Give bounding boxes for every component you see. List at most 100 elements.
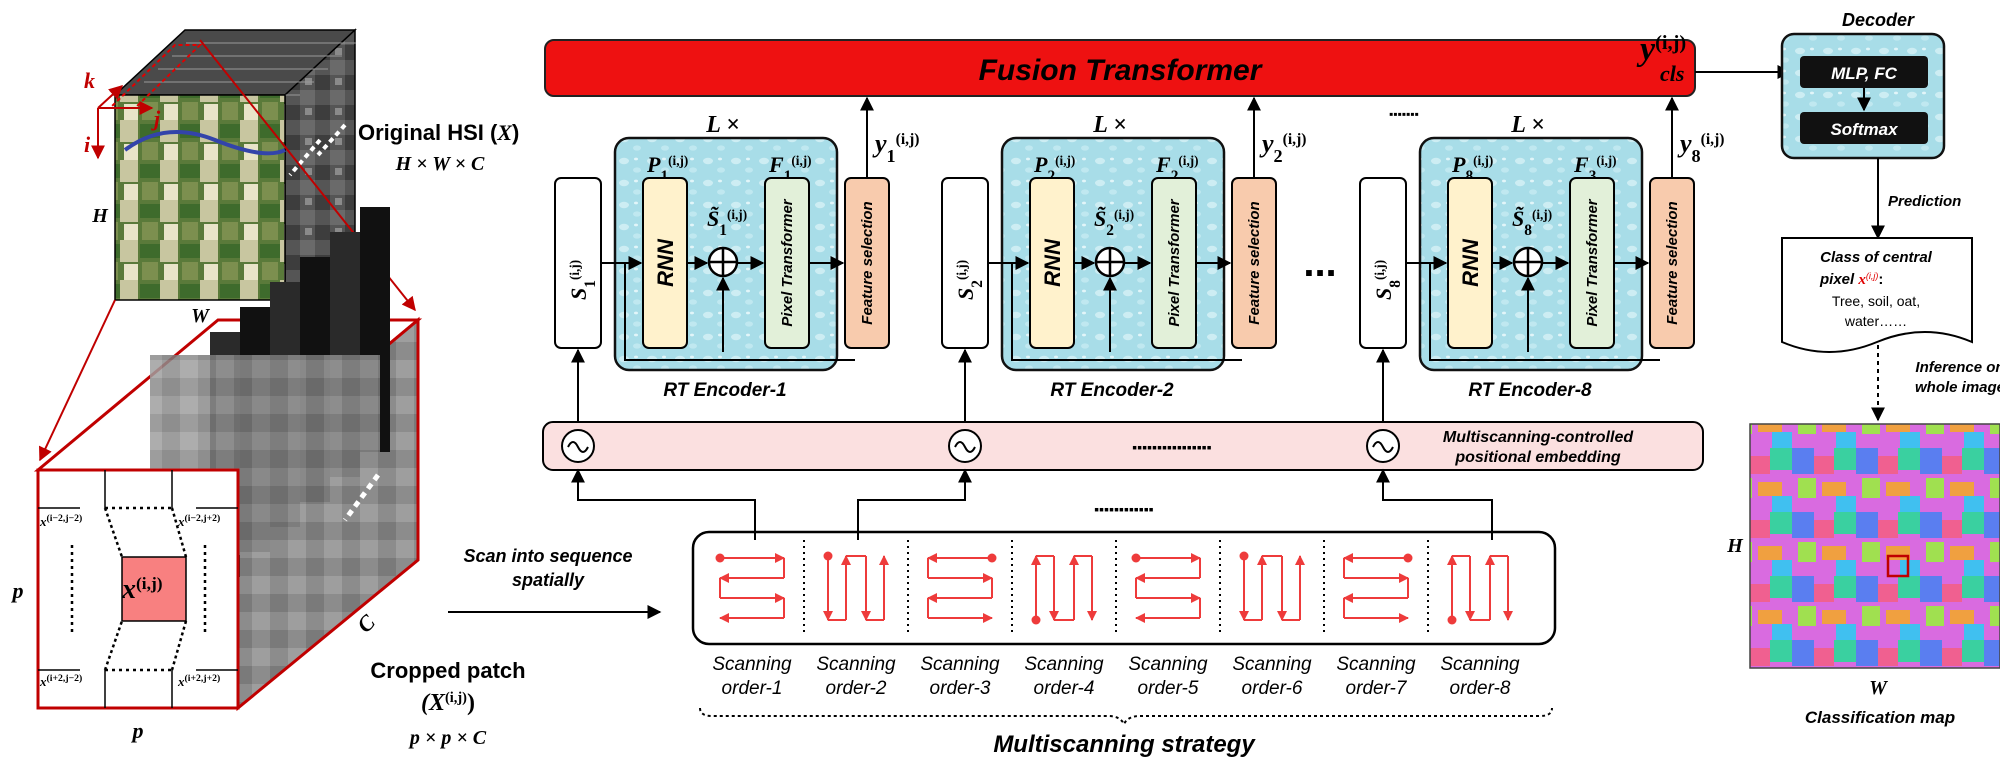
- patch-dash: [342, 473, 381, 522]
- hsi-title-part-2: ): [512, 120, 519, 145]
- map-pixel-marker: [1886, 554, 1910, 578]
- pe-label-line1: Multiscanning-controlled: [1443, 429, 1634, 446]
- encoder-1-p-label-part-1: 1: [660, 168, 668, 185]
- scanning-dots: ▪▪▪▪▪▪▪▪▪▪▪▪: [1094, 501, 1154, 517]
- encoder-2-feature-selection-label: Feature selection: [1246, 201, 1263, 324]
- encoder-1-p-label-part-0: P: [646, 152, 661, 177]
- encoder-2-p-label-part-1: 2: [1047, 168, 1055, 185]
- patch-corner-bl: x(i+2,j−2): [39, 673, 82, 690]
- class-line2-part-0: pixel: [1819, 271, 1858, 288]
- encoder-1-s-tilde-label: S̃1(i,j): [707, 206, 747, 239]
- patch-caption-var-part-2: ): [467, 690, 475, 716]
- class-line2: pixel x(i,j):: [1819, 271, 1883, 288]
- encoder-2-p-label-part-0: P: [1033, 152, 1048, 177]
- hsi-river: [123, 130, 286, 156]
- hsi-label-j: j: [151, 106, 161, 131]
- encoder-1-s-tilde-label-part-2: (i,j): [727, 207, 747, 222]
- map-label-w: W: [1869, 677, 1888, 699]
- encoder-2-y-label-part-2: (i,j): [1283, 131, 1307, 148]
- encoder-2-rnn-label: RNN: [1040, 238, 1065, 287]
- encoder-2-y-label-part-1: 2: [1274, 146, 1283, 166]
- pe-wave-3: [1372, 441, 1394, 453]
- encoder-1-s-tilde-label-part-1: 1: [719, 222, 727, 239]
- patch-label-p-side: p: [11, 578, 24, 603]
- map-caption: Classification map: [1805, 708, 1955, 727]
- encoder-2-pixel-transformer-label: Pixel Transformer: [1166, 198, 1183, 326]
- patch-corner-tl-part-1: (i−2,j−2): [47, 513, 83, 524]
- hsi-label-i: i: [84, 132, 91, 157]
- patch-label-c: C: [352, 609, 380, 637]
- scan-order-6-start: [1239, 551, 1249, 561]
- hsi-dims: H × W × C: [395, 153, 485, 175]
- scanning-order-4-line1: Scanning: [1024, 654, 1104, 675]
- prediction-label: Prediction: [1888, 193, 1961, 210]
- encoder-3-caption: RT Encoder-8: [1468, 380, 1592, 401]
- scan-to-pe-8: [1376, 468, 1493, 540]
- softmax-label: Softmax: [1830, 120, 1899, 139]
- encoder-3-sequence-label-part-1: 8: [1387, 280, 1404, 288]
- hsi-label-k: k: [84, 68, 95, 93]
- encoder-3-sequence-label-part-0: S: [1371, 288, 1396, 300]
- hsi-title-part-0: Original HSI (: [358, 120, 498, 145]
- hsi-title-part-1: X: [496, 120, 513, 145]
- scan-to-pe-1: [571, 468, 756, 540]
- encoder-2-sequence-label-part-1: 2: [969, 280, 986, 288]
- encoder-2-f-label: F2(i,j): [1155, 152, 1199, 185]
- encoder-2-sequence-label-part-2: (i,j): [954, 260, 969, 280]
- encoder-2-p-label: P2(i,j): [1033, 152, 1075, 185]
- class-line3: Tree, soil, oat,: [1832, 293, 1920, 309]
- y-cls-label-part-0: y: [1636, 31, 1656, 68]
- scanning-order-7-line2: order-7: [1346, 678, 1408, 699]
- encoder-1-y-label-part-1: 1: [887, 146, 896, 166]
- scanning-order-8-line2: order-8: [1450, 678, 1511, 699]
- patch-corner-tl-part-0: x: [39, 514, 47, 529]
- encoder-3-p-label: P8(i,j): [1451, 152, 1493, 185]
- scanning-box: [691, 530, 1557, 646]
- class-box: [1781, 237, 1973, 353]
- scanning-order-5-line1: Scanning: [1128, 654, 1208, 675]
- encoder-3-feature-selection-label: Feature selection: [1664, 201, 1681, 324]
- encoder-3-s-tilde-label-part-2: (i,j): [1532, 207, 1552, 222]
- encoder-2-y-label: y2(i,j): [1259, 129, 1306, 166]
- encoder-3-y-label-part-1: 8: [1692, 146, 1701, 166]
- scan-order-3-start: [987, 553, 997, 563]
- patch-corner-bl-part-0: x: [39, 674, 47, 689]
- patch-diag-1: [170, 507, 188, 558]
- scan-order-5-start: [1131, 553, 1141, 563]
- encoder-2-s-tilde-label-part-2: (i,j): [1114, 207, 1134, 222]
- encoder-2-s-tilde-label-part-0: S̃: [1094, 206, 1106, 231]
- encoder-3-s-tilde-label: S̃8(i,j): [1512, 206, 1552, 239]
- scanning-order-7-line1: Scanning: [1336, 654, 1416, 675]
- patch-center-pixel: [121, 556, 187, 622]
- encoder-3-s-tilde-label-part-0: S̃: [1512, 206, 1524, 231]
- patch-label-p-bottom: p: [131, 718, 144, 743]
- patch-caption-title: Cropped patch: [370, 658, 525, 683]
- encoder-1-rnn-label: RNN: [653, 238, 678, 287]
- encoders-top-dots: ▪▪▪▪▪▪▪: [1389, 107, 1419, 121]
- encoder-3-sequence-label: S8(i,j): [1371, 260, 1404, 300]
- scan-to-pe-2: [857, 468, 972, 540]
- encoder-1-caption: RT Encoder-1: [663, 380, 786, 401]
- encoder-3-p-label-part-1: 8: [1465, 168, 1473, 185]
- pe-dots: ▪▪▪▪▪▪▪▪▪▪▪▪▪▪▪▪: [1132, 439, 1211, 455]
- hsi-axis-k: [97, 85, 124, 109]
- hsi-dash-2: [316, 123, 347, 157]
- fusion-transformer-bar: [544, 39, 1696, 97]
- classification-map: [1749, 423, 2000, 669]
- encoder-3-rnn-label: RNN: [1458, 238, 1483, 287]
- scan-order-4-start: [1031, 615, 1041, 625]
- encoder-2-sequence-label-part-0: S: [953, 288, 978, 300]
- pe-label-line2: positional embedding: [1454, 449, 1621, 466]
- pe-wave-2: [954, 441, 976, 453]
- inference-line1: Inference on: [1915, 359, 2000, 376]
- encoder-1-f-label-part-1: 1: [784, 168, 792, 185]
- scanning-order-1-line1: Scanning: [712, 654, 792, 675]
- map-label-h: H: [1726, 535, 1744, 557]
- encoder-1-sequence-label-part-2: (i,j): [567, 260, 582, 280]
- y-cls-subscript: cls: [1660, 61, 1684, 86]
- fusion-transformer-title: Fusion Transformer: [979, 54, 1264, 87]
- patch-center-label: x(i,j): [121, 574, 163, 606]
- softmax-box: [1800, 112, 1928, 144]
- positional-embedding-band: [542, 421, 1704, 471]
